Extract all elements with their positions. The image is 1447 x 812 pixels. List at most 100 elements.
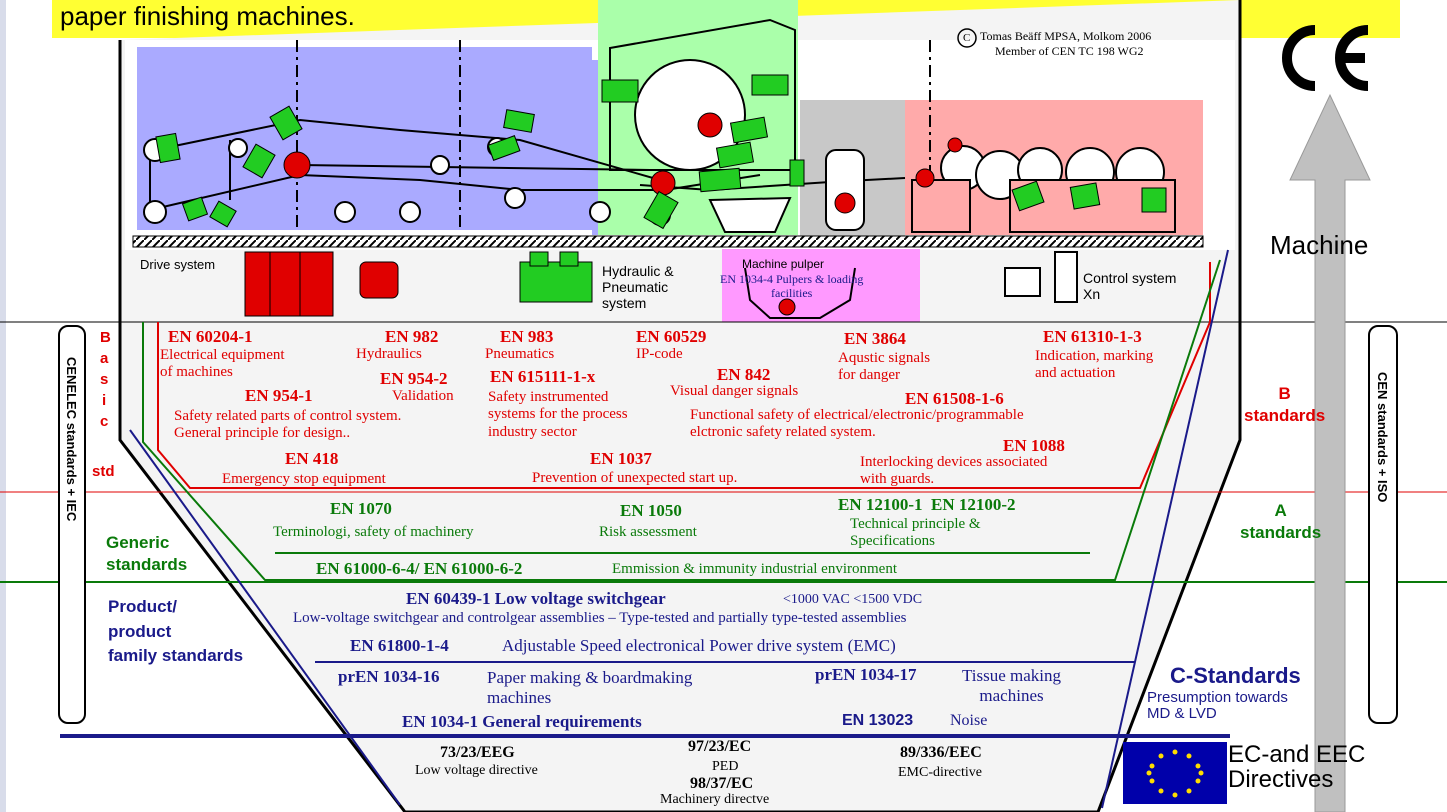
paper-desc: Paper making & boardmaking machines [487, 668, 693, 707]
noise-code: EN 13023 [842, 712, 914, 729]
std-code: EN 1088 [1003, 436, 1065, 455]
drive-cabinet [244, 251, 334, 317]
std-desc: Technical principle & Specifications [850, 516, 981, 550]
switchgear-code: EN 60439-1 Low voltage switchgear [406, 589, 666, 608]
label-c-sub: Presumption towards MD & LVD [1147, 689, 1288, 722]
reel-stand [825, 149, 865, 231]
label-pulper: Machine pulper [742, 257, 825, 271]
left-edge-strip [0, 0, 6, 812]
basic-a: a [100, 350, 109, 367]
directive-desc: Machinery directve [660, 792, 770, 807]
drive-motor [359, 261, 399, 299]
generic-code: EN 61000-6-4/ EN 61000-6-2 [316, 559, 523, 578]
std-desc: Prevention of unexpected start up. [532, 470, 738, 486]
std-desc: Electrical equipment of machines [160, 347, 285, 381]
std-code: EN 3864 [844, 329, 906, 348]
std-code: EN 842 [717, 365, 771, 384]
header-title: paper finishing machines. [60, 1, 355, 31]
label-ec-directives: EC-and EEC Directives [1228, 741, 1366, 794]
std-desc: Safety related parts of control system. … [174, 408, 402, 442]
std-code: EN 418 [285, 449, 339, 468]
std-code: EN 1070 [330, 499, 392, 518]
switchgear-desc: Low-voltage switchgear and controlgear a… [293, 610, 907, 626]
winder-frame [911, 179, 971, 233]
cenelec-bar: CENELEC standards + IEC [58, 325, 86, 724]
drive-code: EN 61800-1-4 [350, 636, 449, 655]
std-desc: Terminologi, safety of machinery [273, 524, 474, 540]
drive-desc: Adjustable Speed electronical Power driv… [502, 636, 896, 655]
label-b-standards: B standards [1244, 384, 1326, 426]
std-code: EN 61310-1-3 [1043, 327, 1142, 346]
noise-desc: Noise [950, 712, 988, 729]
switchgear-range: <1000 VAC <1500 VDC [783, 592, 923, 607]
directive-code: 97/23/EC [688, 738, 752, 755]
directive-code: 98/37/EC [690, 775, 754, 792]
std-desc: Functional safety of electrical/electron… [690, 407, 1024, 441]
std-desc: IP-code [636, 346, 683, 362]
std-code: EN 954-2 [380, 369, 448, 388]
cenelec-label: CENELEC standards + IEC [64, 357, 79, 522]
std-desc: Indication, marking and actuation [1035, 348, 1154, 382]
tissue-desc: Tissue making machines [962, 666, 1062, 705]
std-code: EN 1037 [590, 449, 652, 468]
directive-desc: Low voltage directive [415, 763, 538, 778]
directive-desc: PED [712, 759, 739, 774]
label-machine: Machine [1270, 230, 1369, 260]
control-monitor [1004, 267, 1041, 297]
copyright-line1: Tomas Beäff MPSA, Molkom 2006 [980, 29, 1152, 43]
copyright-circle [957, 28, 977, 48]
hydraulic-unit [519, 261, 593, 303]
basic-i: i [102, 392, 107, 409]
c-funnel-left [129, 429, 401, 806]
std-code: EN 12100-1 EN 12100-2 [838, 495, 1016, 514]
paper-code: prEN 1034-16 [338, 667, 440, 686]
b-funnel [157, 262, 1211, 489]
label-control: Control system Xn [1083, 270, 1177, 303]
std-desc: Safety instrumented systems for the proc… [488, 389, 628, 440]
std-desc: Emergency stop equipment [222, 471, 386, 487]
std-desc: Hydraulics [356, 346, 422, 362]
machine-arrow [1289, 93, 1371, 812]
c-funnel-right [1101, 249, 1229, 809]
directive-code: 89/336/EEC [900, 744, 982, 761]
label-product: Product/ product family standards [108, 597, 244, 666]
std-desc: Risk assessment [599, 524, 697, 540]
tissue-code: prEN 1034-17 [815, 665, 917, 684]
std-code: EN 982 [385, 327, 439, 346]
basic-s: s [100, 371, 109, 388]
std-code: EN 60204-1 [168, 327, 253, 346]
std-desc: Aqustic signals for danger [838, 350, 931, 384]
dryer-hood [609, 18, 796, 171]
machine-floor [132, 235, 1204, 248]
label-a-standards: A standards [1240, 501, 1322, 543]
basic-b: B [100, 329, 111, 346]
a-funnel [142, 259, 1221, 581]
std-desc: Validation [392, 388, 454, 404]
pulper-hopper [708, 196, 792, 233]
std-code: EN 60529 [636, 327, 707, 346]
std-code: EN 61508-1-6 [905, 389, 1004, 408]
std-desc: Interlocking devices associated with gua… [860, 454, 1048, 488]
label-drive-system: Drive system [140, 257, 216, 272]
basic-std: std [92, 463, 115, 480]
std-code: EN 615111-1-x [490, 367, 596, 386]
label-c-standards: C-Standards [1170, 663, 1301, 688]
std-desc: Visual danger signals [670, 383, 799, 399]
copyright-line2: Member of CEN TC 198 WG2 [995, 44, 1144, 58]
ce-mark-icon [1282, 25, 1369, 91]
pulper-box [722, 249, 920, 322]
std-code: EN 983 [500, 327, 554, 346]
actuator-tags [155, 74, 1167, 230]
cen-bar: CEN standards + ISO [1368, 325, 1398, 724]
control-tower [1054, 251, 1078, 303]
general-req: EN 1034-1 General requirements [402, 712, 642, 731]
drive-motors [283, 112, 963, 214]
directive-code: 73/23/EEG [440, 744, 515, 761]
std-code: EN 954-1 [245, 386, 313, 405]
label-generic: Generic standards [106, 533, 188, 575]
cen-label: CEN standards + ISO [1375, 372, 1390, 503]
directive-desc: EMC-directive [898, 765, 982, 780]
label-pulper-std: EN 1034-4 Pulpers & loading facilities [720, 272, 864, 301]
